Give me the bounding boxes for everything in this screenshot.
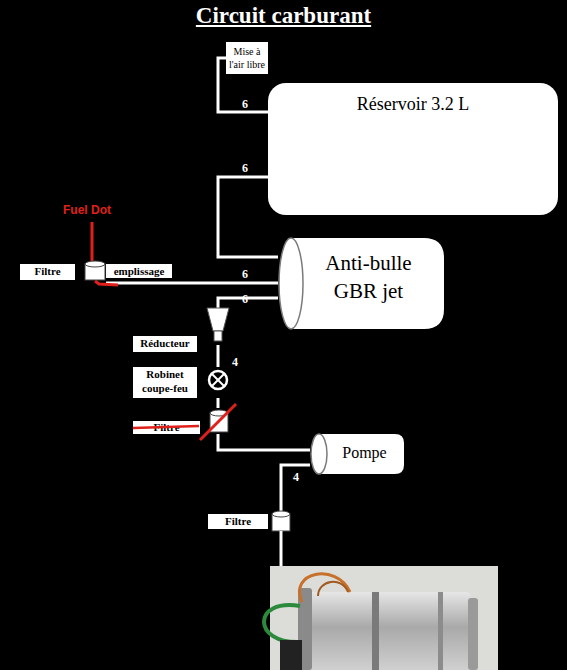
node-text: Réducteur (133, 336, 197, 352)
reducer-symbol (207, 308, 229, 341)
fuel-line (280, 531, 283, 567)
fuel-line (218, 434, 310, 450)
filter-symbol (210, 410, 228, 432)
fuel-line (217, 345, 220, 367)
strike-line (200, 404, 236, 440)
valve-label: Robinet coupe-feu (133, 367, 228, 398)
node-text: Anti-bulle GBR jet (306, 249, 431, 305)
callout-number: 6 (242, 97, 248, 112)
node-text: Pompe (324, 443, 405, 463)
vent-label-box: Mise à l'air libre (226, 42, 268, 74)
filter-label: Filtre (20, 262, 106, 286)
callout-number: 6 (242, 161, 248, 176)
red-fill-link (95, 281, 118, 285)
fuel-line (218, 298, 278, 308)
diagram-title: Circuit carburant (0, 3, 567, 29)
node-text: emplissage (106, 264, 172, 278)
node-text: Robinet coupe-feu (133, 367, 197, 398)
turbine-engine (264, 566, 498, 670)
fuel-tank: Réservoir 3.2 L (268, 83, 558, 215)
strike-line (133, 426, 199, 428)
node-text: Réservoir 3.2 L (268, 93, 558, 115)
fuel-line (281, 465, 310, 512)
fuel-line (106, 282, 278, 285)
filter-symbol (272, 511, 290, 531)
filter-label: Filtre (133, 408, 232, 434)
callout-number: 4 (232, 355, 238, 370)
fuel-dot-leader (91, 222, 94, 263)
node-text: Filtre (133, 421, 200, 434)
node-text: Filtre (208, 514, 268, 529)
pump: Pompe (310, 433, 405, 475)
fill-label-box: emplissage (106, 264, 172, 278)
node-text: Filtre (20, 264, 75, 280)
component-label: Fuel Dot (63, 203, 111, 217)
reducer-label: Réducteur (133, 308, 230, 345)
callout-number: 4 (293, 470, 299, 485)
anti-bubble-tank: Anti-bulle GBR jet (278, 237, 445, 330)
callout-number: 6 (242, 267, 248, 282)
node-text: Mise à l'air libre (226, 42, 268, 74)
filter-label: Filtre (208, 512, 291, 531)
callout-number: 6 (242, 292, 248, 307)
fuel-line (217, 398, 220, 408)
filter-symbol (85, 261, 105, 280)
valve-symbol (209, 371, 227, 389)
